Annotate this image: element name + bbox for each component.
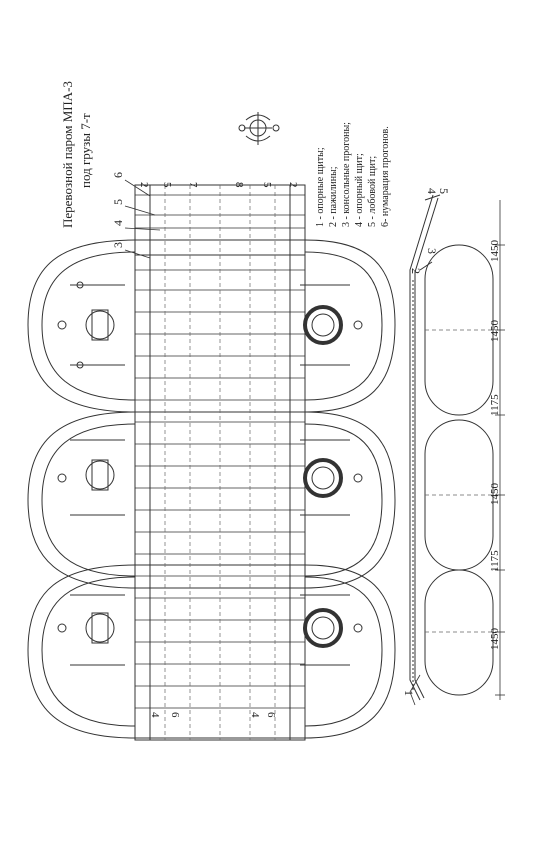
dimension-value: 1450 — [489, 320, 501, 343]
callout-5: 5 — [111, 199, 125, 205]
callout-4: 4 — [111, 220, 125, 226]
elev-callout-5: 5 — [437, 188, 451, 194]
legend-item-5: 5 - лобовой щит; — [367, 156, 378, 227]
fittings-pontoon-1 — [57, 281, 363, 369]
pontoon-outline-2 — [27, 411, 396, 589]
title-line-1: Перевозной паром МПА-3 — [60, 81, 75, 228]
run-number: 4 — [149, 712, 161, 718]
dimension-value: 1450 — [489, 483, 501, 506]
dimension-chain — [495, 200, 505, 700]
run-number: 4 — [249, 712, 261, 718]
fittings-pontoon-2 — [57, 439, 363, 516]
legend-item-1: 1 - опорные щиты; — [315, 147, 326, 227]
title-block: Перевозной паром МПА-3 под грузы 7-т — [60, 81, 93, 228]
legend-item-3: 3 - консольные прогоны; — [341, 122, 352, 227]
hull-3 — [424, 569, 494, 696]
elev-callout-4: 4 — [425, 188, 439, 194]
legend: 1 - опорные щиты; 2 - пажилины; 3 - конс… — [315, 122, 391, 227]
elevation-callouts: 5 4 3 2 1 — [402, 188, 451, 706]
run-number: 6 — [265, 712, 277, 718]
anchor-emblem-icon — [238, 112, 280, 145]
dimension-values: 1450 1450 1175 1450 1175 1450 — [489, 240, 501, 651]
run-number: 5 — [261, 182, 273, 188]
legend-item-4: 4 - опорный щит; — [354, 153, 365, 227]
run-number: 7 — [187, 182, 199, 188]
plan-view — [27, 184, 396, 741]
dimension-value: 1175 — [489, 394, 501, 416]
elev-callout-2: 2 — [409, 268, 423, 274]
elev-callout-3: 3 — [425, 248, 439, 254]
fittings-pontoon-3 — [57, 594, 363, 666]
run-numbers-top: 2 5 7 8 5 2 — [138, 182, 299, 188]
run-number: 2 — [287, 182, 299, 188]
side-elevation — [409, 194, 494, 701]
dimension-value: 1450 — [489, 240, 501, 263]
elevation-deck — [409, 194, 434, 701]
elev-callout-1: 1 — [402, 690, 416, 696]
run-number: 2 — [138, 182, 150, 188]
dimension-value: 1450 — [489, 628, 501, 651]
run-number: 6 — [169, 712, 181, 718]
legend-item-6: 6- нумарация прогонов. — [380, 126, 391, 227]
callout-3: 3 — [111, 242, 125, 248]
dashed-runs — [164, 185, 276, 740]
legend-item-2: 2 - пажилины; — [328, 166, 339, 227]
callout-6: 6 — [111, 172, 125, 178]
pontoon-outline-3 — [27, 564, 396, 739]
plan-callouts: 6 5 4 3 — [111, 172, 161, 259]
run-number: 8 — [233, 182, 245, 188]
run-numbers-bottom: 4 6 4 6 — [149, 712, 277, 718]
dimension-value: 1175 — [489, 550, 501, 572]
run-number: 5 — [161, 182, 173, 188]
title-line-2: под грузы 7-т — [78, 113, 93, 188]
